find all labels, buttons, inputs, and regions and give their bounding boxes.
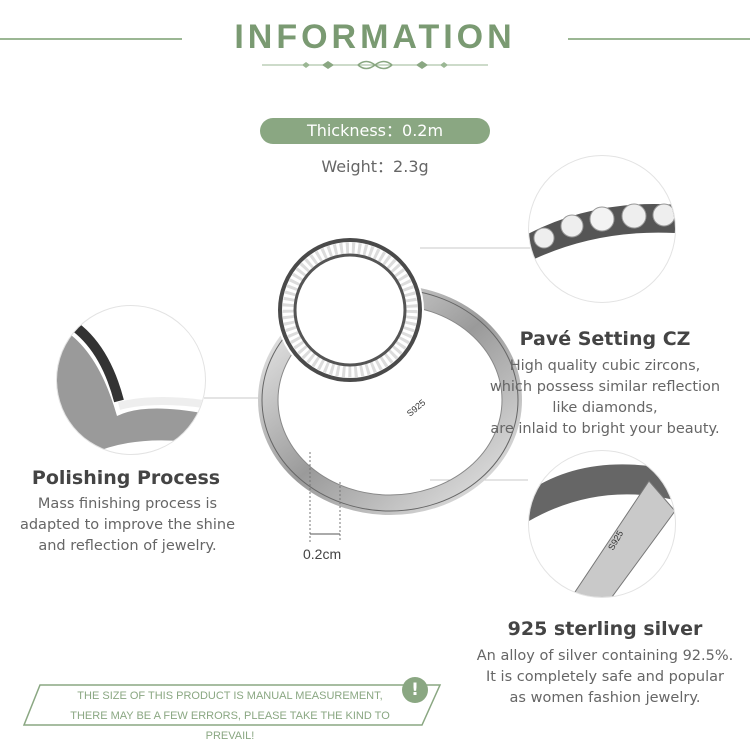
disclaimer-line: THE SIZE OF THIS PRODUCT IS MANUAL MEASU… bbox=[77, 690, 383, 702]
pave-detail-image bbox=[528, 155, 676, 303]
silver-line: An alloy of silver containing 92.5%. bbox=[476, 648, 734, 664]
warning-icon-glyph: ! bbox=[411, 680, 419, 700]
pave-line: which possess similar reflection bbox=[489, 379, 721, 395]
pave-line: High quality cubic zircons, bbox=[509, 358, 701, 374]
silver-description: An alloy of silver containing 92.5%. It … bbox=[470, 646, 740, 709]
polishing-line: Mass finishing process is bbox=[37, 496, 218, 512]
size-disclaimer: THE SIZE OF THIS PRODUCT IS MANUAL MEASU… bbox=[45, 686, 415, 746]
note-frame bbox=[22, 684, 442, 726]
polishing-line: and reflection of jewelry. bbox=[38, 538, 217, 554]
thickness-badge: Thickness：0.2m bbox=[260, 118, 490, 144]
polishing-detail-image bbox=[56, 305, 206, 455]
weight-label: Weight：2.3g bbox=[321, 157, 429, 176]
polishing-description: Mass finishing process is adapted to imp… bbox=[0, 494, 255, 557]
silver-line: It is completely safe and popular bbox=[485, 669, 725, 685]
dimension-label: 0.2cm bbox=[303, 546, 342, 562]
ring-stamp-text: S925 bbox=[405, 397, 428, 418]
pave-title: Pavé Setting CZ bbox=[519, 328, 691, 350]
pave-line: are inlaid to bright your beauty. bbox=[490, 421, 720, 437]
silver-detail-image: S925 bbox=[528, 450, 676, 598]
header-rule-left bbox=[0, 38, 182, 40]
ornament-divider bbox=[262, 60, 488, 70]
header-rule-right bbox=[568, 38, 750, 40]
warning-icon: ! bbox=[402, 677, 428, 703]
pave-line: like diamonds, bbox=[552, 400, 658, 416]
pave-description: High quality cubic zircons, which posses… bbox=[470, 356, 740, 440]
polishing-line: adapted to improve the shine bbox=[19, 517, 236, 533]
silver-line: as women fashion jewelry. bbox=[509, 690, 701, 706]
polishing-title: Polishing Process bbox=[31, 467, 221, 489]
silver-title: 925 sterling silver bbox=[507, 618, 703, 640]
ring-product-image: S925 bbox=[258, 236, 522, 515]
page-title: INFORMATION bbox=[234, 18, 516, 56]
disclaimer-line: THERE MAY BE A FEW ERRORS, PLEASE TAKE T… bbox=[70, 710, 390, 742]
dimension-marker bbox=[309, 452, 341, 542]
